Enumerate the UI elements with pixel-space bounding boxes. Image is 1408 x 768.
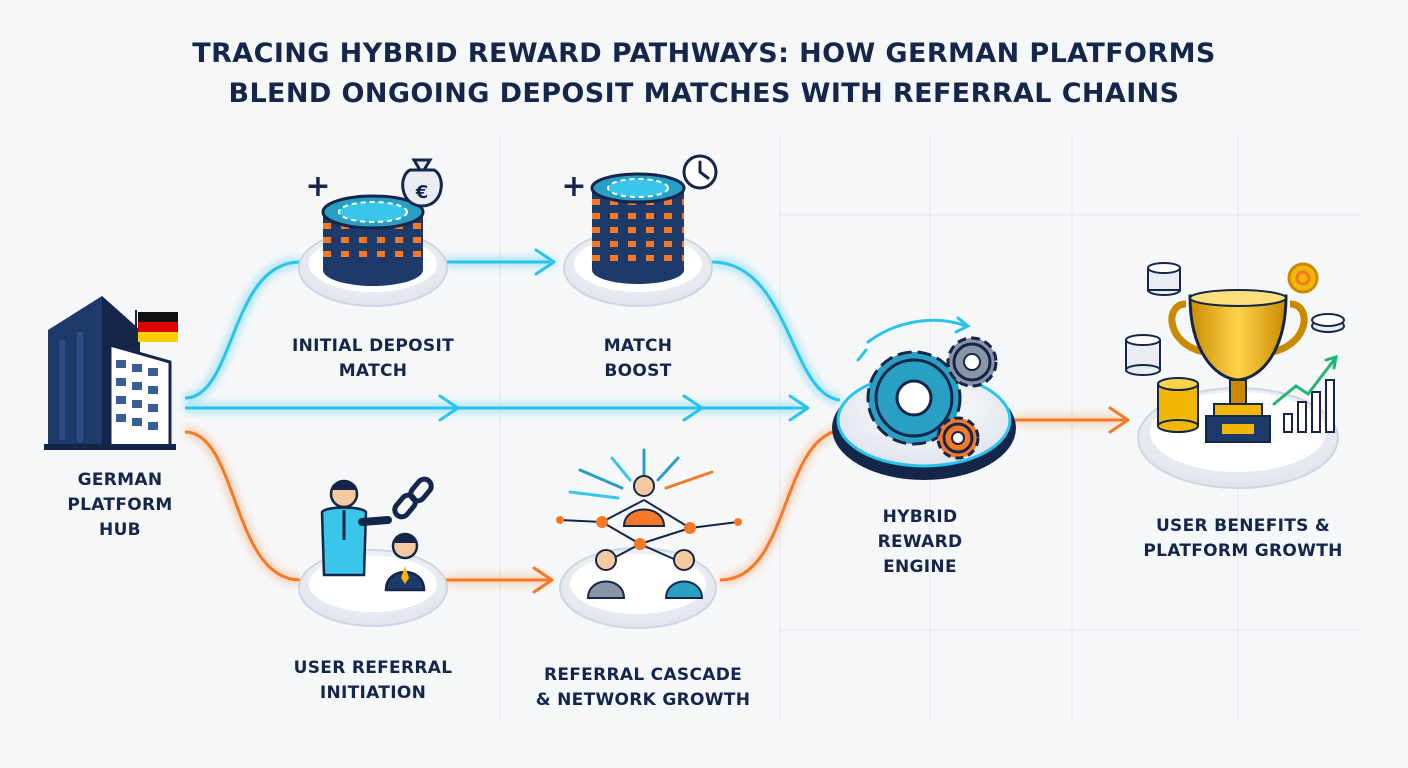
- benefits-label-line-2: PLATFORM GROWTH: [1143, 541, 1343, 561]
- arrow-head-icon: [438, 394, 460, 422]
- hub-label-line-2: PLATFORM: [67, 495, 173, 515]
- referral-cascade-node: [556, 448, 742, 629]
- referral-cascade-label-line-2: & NETWORK GROWTH: [535, 690, 751, 710]
- arrow-head-icon: [534, 248, 556, 276]
- hub-label-line-1: GERMAN: [77, 470, 163, 490]
- poker-chip-stack-icon: [321, 194, 425, 286]
- referral-merge-path: [719, 428, 841, 582]
- referral-lower-path: [184, 430, 301, 582]
- arrow-head-icon: [1108, 406, 1130, 434]
- referral-path: [184, 406, 1130, 594]
- arrow-head-icon: [532, 566, 554, 594]
- engine-label-line-1: HYBRID: [882, 507, 958, 527]
- gold-coin-icon: [1287, 262, 1319, 294]
- referral-initiation-label-line-1: USER REFERRAL: [293, 658, 453, 678]
- match-boost-node: +: [561, 154, 718, 307]
- engine-label: HYBRID REWARD ENGINE: [820, 505, 1020, 580]
- arrow-head-icon: [788, 394, 810, 422]
- deposit-upper-path: [184, 260, 301, 400]
- referral-initiation-label-line-2: INITIATION: [319, 683, 427, 703]
- money-bag-icon: €: [401, 158, 443, 208]
- engine-label-line-2: REWARD: [877, 532, 963, 552]
- hub-label-line-3: HUB: [99, 520, 141, 540]
- benefits-node: [1125, 262, 1345, 489]
- plus-icon: +: [561, 169, 586, 204]
- referral-initiation-node: [298, 476, 448, 627]
- deposit-merge-path: [711, 260, 841, 402]
- initial-deposit-node: + €: [298, 158, 448, 307]
- match-boost-label-line-1: MATCH: [603, 336, 673, 356]
- poker-chip-stack-icon: [590, 172, 686, 284]
- deposit-path: [184, 248, 842, 422]
- match-boost-label-line-2: BOOST: [604, 361, 672, 381]
- network-icon: [556, 448, 742, 599]
- cycle-arrows-icon: [856, 316, 971, 362]
- svg-text:€: €: [415, 182, 429, 203]
- office-building-icon: [44, 296, 176, 450]
- hub-label: GERMAN PLATFORM HUB: [20, 468, 220, 543]
- chain-link-icon: [392, 476, 434, 520]
- initial-deposit-label-line-2: MATCH: [338, 361, 408, 381]
- gears-icon: [866, 336, 998, 460]
- benefits-label: USER BENEFITS & PLATFORM GROWTH: [1108, 514, 1378, 564]
- growth-chart-icon: [1272, 354, 1338, 433]
- title-line-2: BLEND ONGOING DEPOSIT MATCHES WITH REFER…: [228, 78, 1180, 109]
- german-flag-icon: [135, 310, 178, 352]
- benefits-label-line-1: USER BENEFITS &: [1155, 516, 1331, 536]
- coin-stack-icon: [1125, 262, 1345, 433]
- referral-cascade-label: REFERRAL CASCADE & NETWORK GROWTH: [518, 663, 768, 713]
- referral-people-icon: [320, 479, 426, 592]
- trophy-icon: [1168, 289, 1308, 443]
- clock-icon: [682, 154, 718, 190]
- initial-deposit-label: INITIAL DEPOSIT MATCH: [263, 334, 483, 384]
- arrow-head-icon: [682, 394, 704, 422]
- initial-deposit-label-line-1: INITIAL DEPOSIT: [291, 336, 454, 356]
- match-boost-label: MATCH BOOST: [538, 334, 738, 384]
- plus-icon: +: [305, 169, 330, 204]
- engine-label-line-3: ENGINE: [883, 557, 957, 577]
- hybrid-engine-node: [832, 316, 1016, 480]
- title-line-1: TRACING HYBRID REWARD PATHWAYS: HOW GERM…: [192, 38, 1216, 69]
- referral-cascade-label-line-1: REFERRAL CASCADE: [543, 665, 743, 685]
- referral-initiation-label: USER REFERRAL INITIATION: [263, 656, 483, 706]
- page-title: TRACING HYBRID REWARD PATHWAYS: HOW GERM…: [0, 34, 1408, 114]
